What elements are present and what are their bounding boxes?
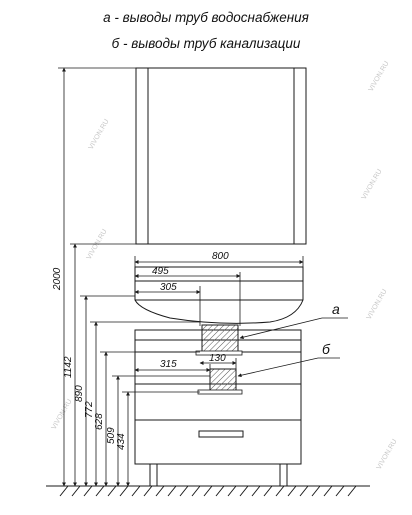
leader-lines bbox=[237, 317, 348, 378]
drawer-handle bbox=[198, 430, 244, 438]
width-label-495: 495 bbox=[152, 266, 169, 277]
watermark: VIVON.RU bbox=[376, 438, 399, 471]
height-dimensions bbox=[58, 67, 210, 487]
watermark: VIVON.RU bbox=[368, 60, 391, 93]
width-label-305: 305 bbox=[160, 282, 177, 293]
watermark: VIVON.RU bbox=[361, 168, 384, 201]
width-label-315: 315 bbox=[160, 359, 177, 370]
cabinet-leg bbox=[149, 463, 158, 487]
marker-a: а bbox=[332, 301, 340, 317]
legend-line-b: б - выводы труб канализации bbox=[111, 36, 301, 51]
mirror-cabinet bbox=[135, 67, 307, 245]
height-label-772: 772 bbox=[84, 401, 95, 418]
width-dimensions bbox=[134, 256, 304, 372]
floor bbox=[46, 485, 370, 497]
watermark: VIVON.RU bbox=[88, 118, 111, 151]
cabinet-leg bbox=[279, 463, 288, 487]
watermark: VIVON.RU bbox=[366, 288, 389, 321]
height-label-1142: 1142 bbox=[63, 356, 74, 378]
width-label-800: 800 bbox=[212, 251, 229, 262]
height-label-434: 434 bbox=[116, 433, 127, 450]
height-label-509: 509 bbox=[106, 427, 117, 444]
legend-line-a: а - выводы труб водоснабжения bbox=[103, 10, 309, 25]
height-label-890: 890 bbox=[74, 385, 85, 402]
water-outlet-a bbox=[195, 324, 243, 356]
watermark: VIVON.RU bbox=[51, 398, 74, 431]
height-label-2000: 2000 bbox=[52, 267, 63, 291]
watermarks: VIVON.RU VIVON.RU VIVON.RU VIVON.RU VIVO… bbox=[51, 60, 399, 471]
watermark: VIVON.RU bbox=[86, 228, 109, 261]
marker-b: б bbox=[322, 341, 331, 357]
height-label-628: 628 bbox=[94, 413, 105, 430]
width-label-130: 130 bbox=[209, 353, 226, 364]
sewage-outlet-b bbox=[197, 368, 243, 395]
